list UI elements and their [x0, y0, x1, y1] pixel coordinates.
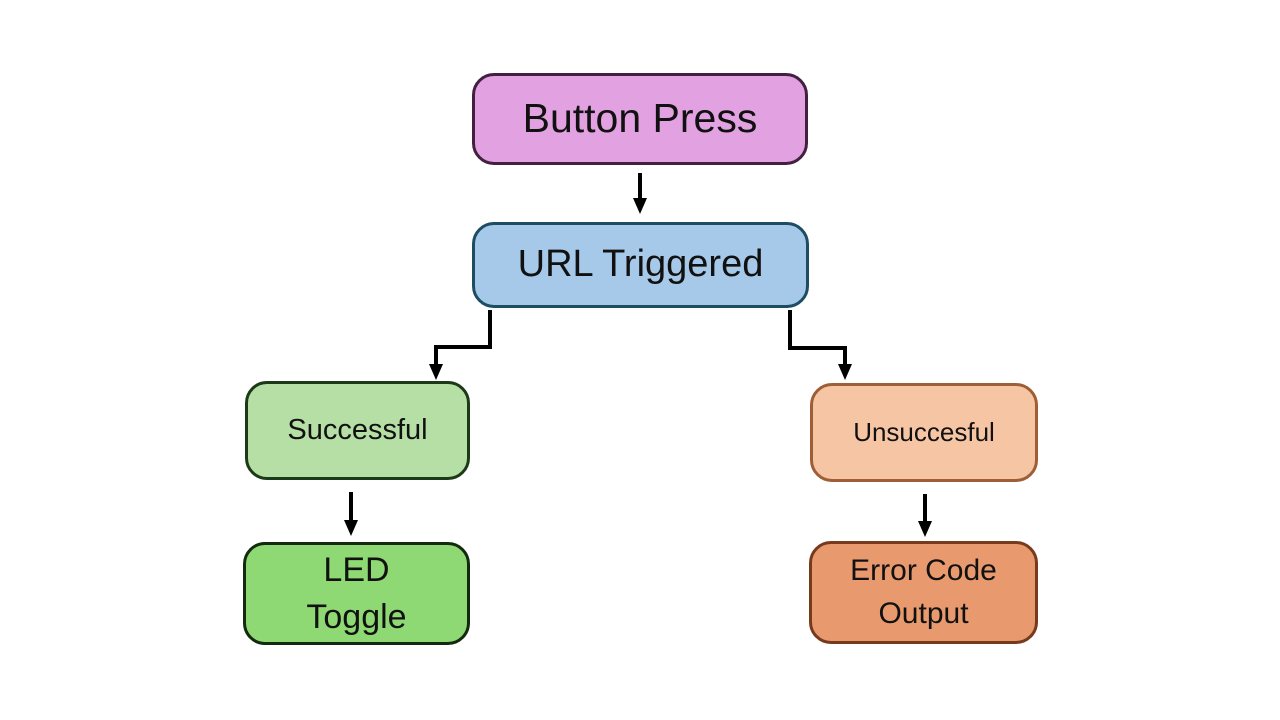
- edge-url-triggered-to-successful-arrow: [429, 310, 492, 380]
- node-led-toggle-label-line1: LED: [323, 550, 390, 589]
- node-button-press-label: Button Press: [522, 95, 758, 142]
- node-error-code-output: Error Code Output: [809, 541, 1038, 644]
- node-url-triggered-label: URL Triggered: [517, 243, 764, 286]
- node-led-toggle: LED Toggle: [243, 542, 470, 645]
- node-unsuccesful-label: Unsuccesful: [853, 416, 995, 447]
- node-error-code-output-label-line1: Error Code: [850, 553, 997, 587]
- node-url-triggered: URL Triggered: [472, 222, 809, 308]
- edge-url-triggered-to-unsuccesful-arrow: [788, 310, 852, 380]
- node-unsuccesful: Unsuccesful: [810, 383, 1038, 482]
- node-successful-label: Successful: [287, 413, 428, 446]
- node-led-toggle-label-line2: Toggle: [306, 597, 407, 636]
- node-error-code-output-label-line2: Output: [878, 596, 969, 630]
- node-successful: Successful: [245, 381, 470, 480]
- node-button-press: Button Press: [472, 73, 808, 165]
